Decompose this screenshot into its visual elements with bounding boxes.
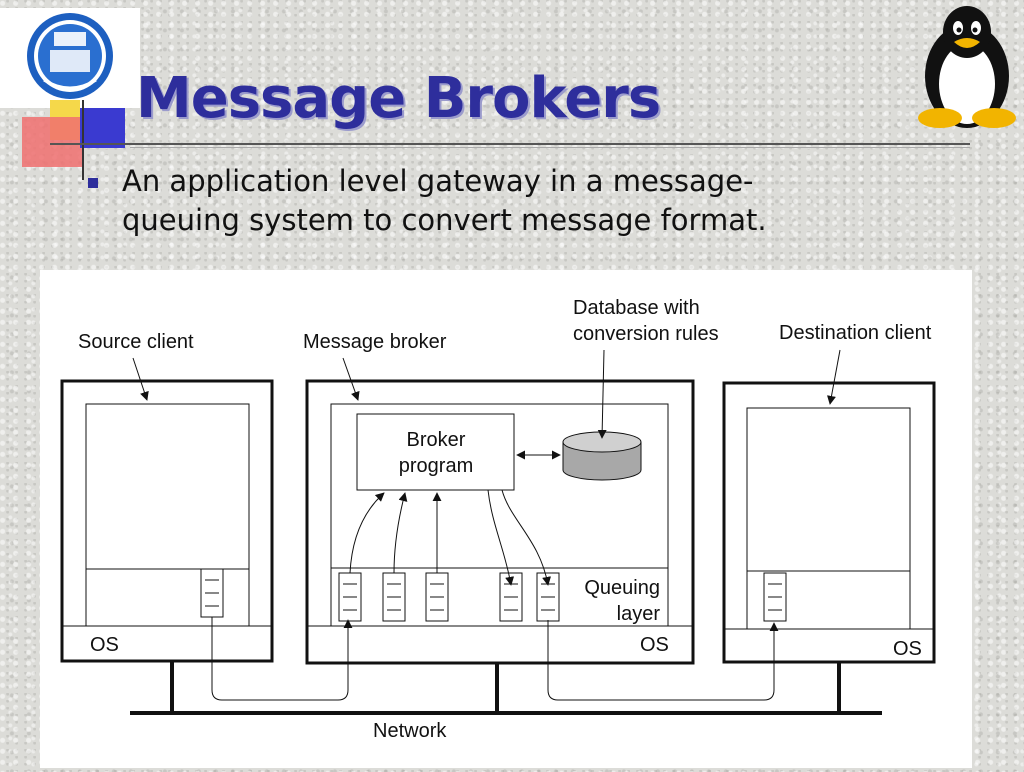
title-underline — [50, 143, 970, 145]
bullet-marker — [88, 178, 98, 188]
decor-blue-square — [80, 108, 125, 148]
bullet-point: An application level gateway in a messag… — [122, 162, 822, 240]
label-database-line1: Database with — [573, 297, 700, 319]
university-seal-icon — [27, 13, 113, 99]
label-database-line2: conversion rules — [573, 323, 719, 345]
university-logo — [0, 8, 140, 108]
label-network: Network — [373, 720, 447, 742]
destination-client-box — [722, 381, 936, 664]
database-cylinder-icon — [562, 431, 642, 481]
label-message-broker: Message broker — [303, 331, 447, 353]
pointer-message-broker — [342, 357, 360, 401]
label-queuing-line2: layer — [617, 603, 661, 625]
slide-title: Message Brokers — [136, 66, 661, 131]
decor-vertical-line — [82, 100, 84, 180]
broker-queues — [338, 572, 560, 622]
broker-program-box — [356, 413, 515, 491]
bullet-line-2: queuing system to convert message format… — [122, 203, 767, 237]
title-underline-thin — [130, 147, 970, 148]
network-bus — [130, 661, 882, 715]
arrow-queue1-to-broker — [349, 492, 385, 574]
source-client-app — [85, 403, 250, 570]
label-queuing-line1: Queuing — [584, 577, 660, 599]
arrow-broker-to-queue5 — [501, 489, 552, 586]
pointer-source-client — [132, 357, 149, 401]
tux-penguin-icon — [912, 2, 1022, 138]
label-os-source: OS — [90, 634, 119, 656]
arrow-broker-to-queue4 — [487, 489, 515, 586]
label-os-broker: OS — [640, 634, 669, 656]
label-os-destination: OS — [893, 638, 922, 660]
arrow-queue2-to-broker — [393, 492, 408, 574]
message-broker-box — [305, 379, 695, 665]
message-broker-diagram: Source client Message broker Database wi… — [40, 270, 972, 768]
label-destination-client: Destination client — [779, 322, 932, 344]
source-client-box — [60, 379, 274, 663]
label-broker-line1: Broker — [407, 429, 466, 451]
pointer-destination-client — [827, 349, 841, 405]
label-source-client: Source client — [78, 331, 194, 353]
bullet-line-1: An application level gateway in a messag… — [122, 164, 754, 198]
destination-client-app — [746, 407, 911, 572]
pointer-database — [597, 349, 607, 439]
label-broker-line2: program — [399, 455, 473, 477]
path-broker-to-destination — [547, 620, 779, 701]
decor-red-square — [22, 117, 82, 167]
path-source-to-broker — [211, 617, 353, 701]
